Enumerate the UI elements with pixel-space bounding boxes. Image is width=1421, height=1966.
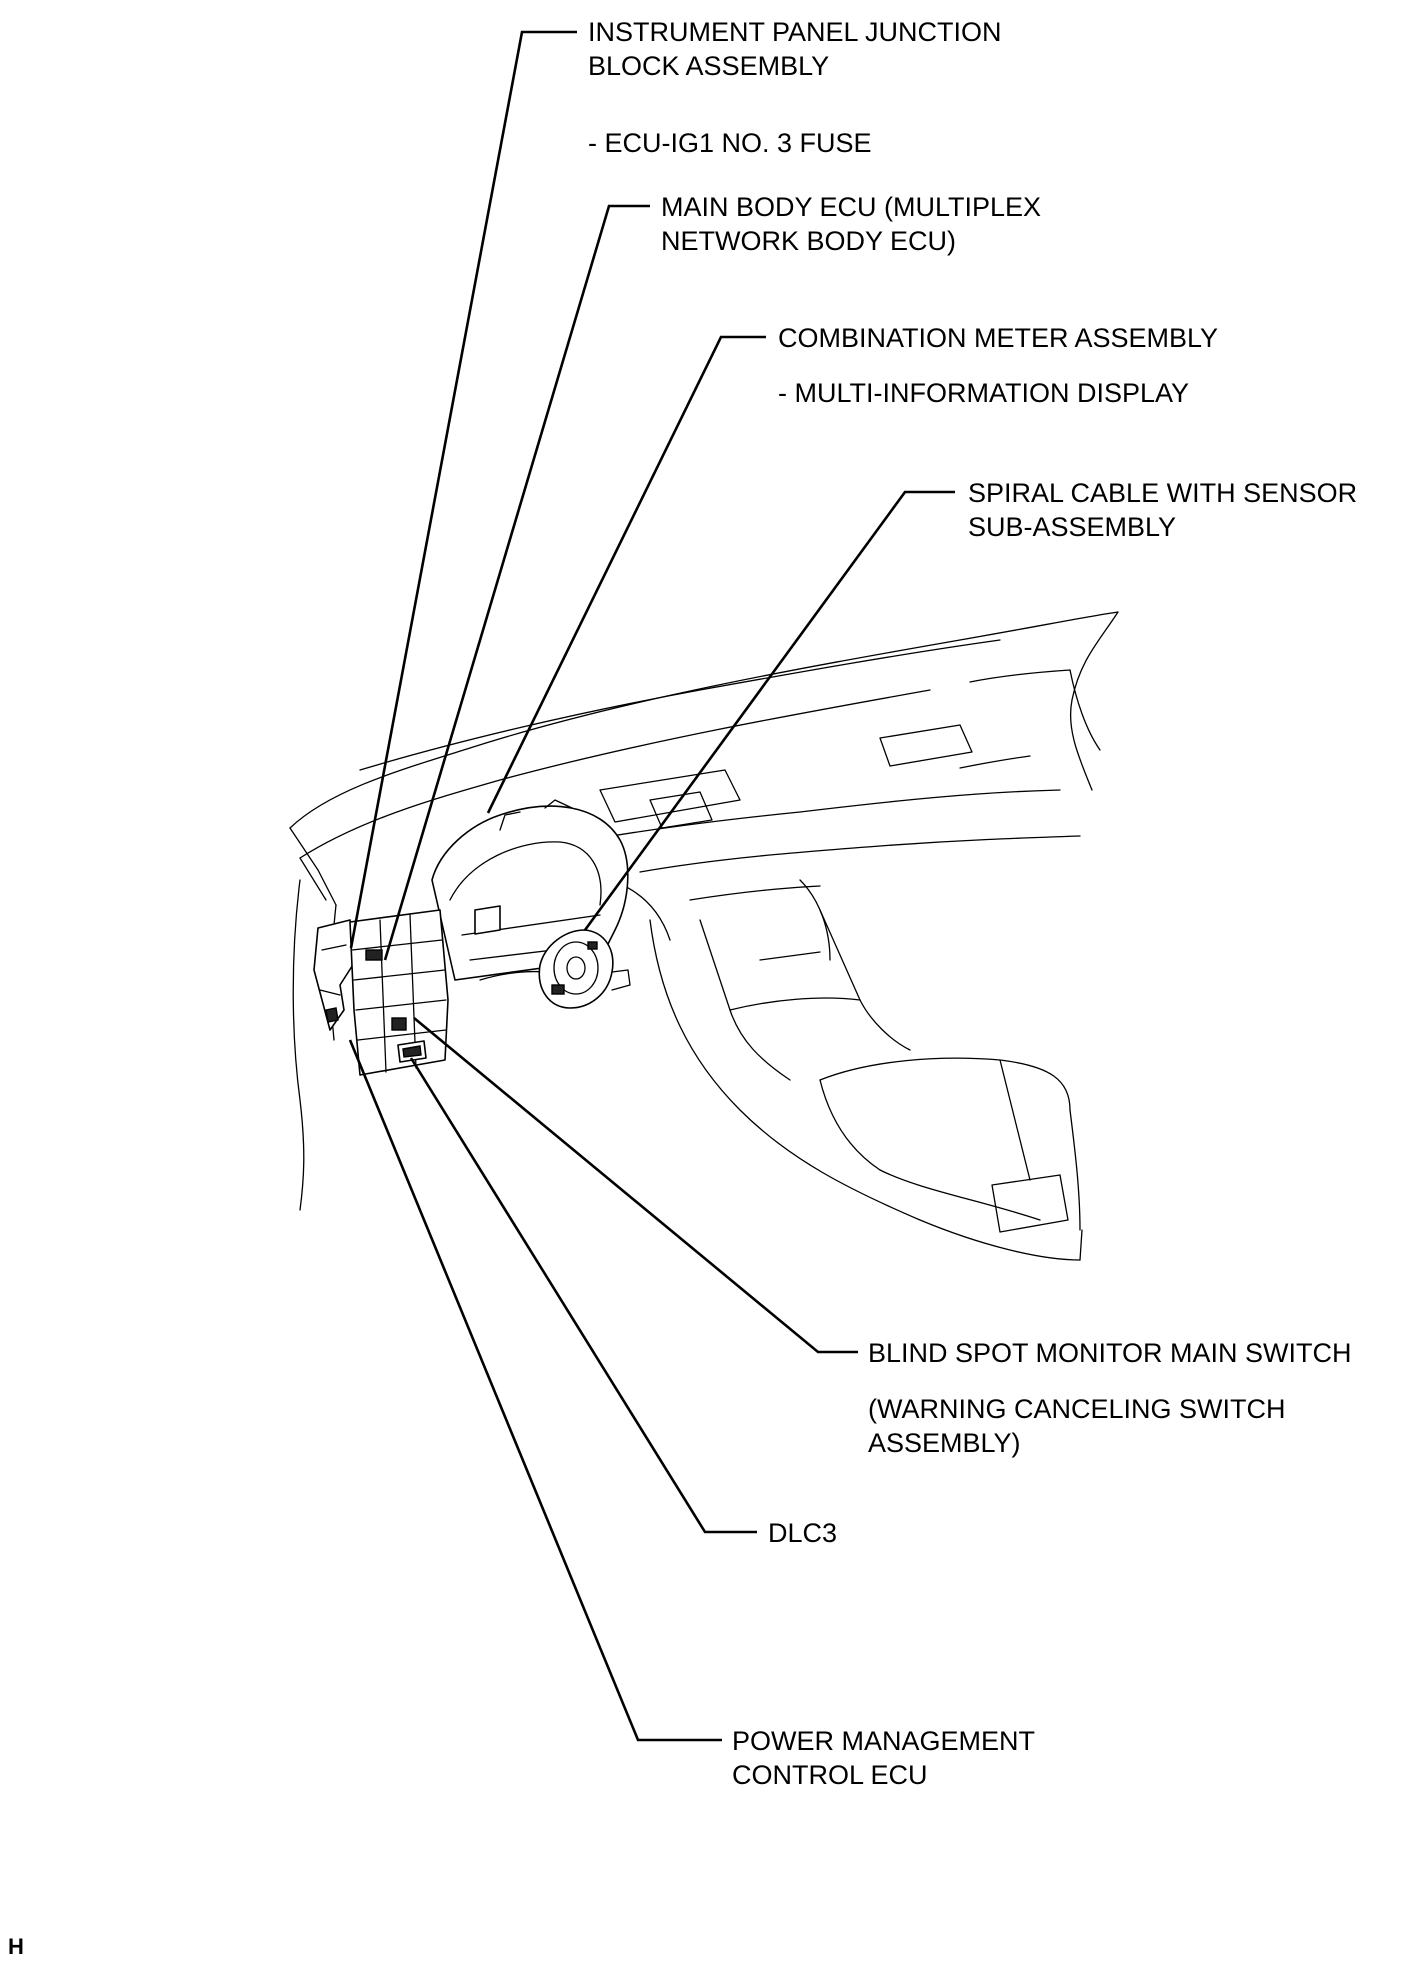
main-body-ecu-label-line-1: MAIN BODY ECU (MULTIPLEX [661,192,1041,222]
label-power-management-ecu: POWER MANAGEMENT CONTROL ECU [732,1726,1035,1790]
label-spiral-cable: SPIRAL CABLE WITH SENSOR SUB-ASSEMBLY [968,478,1357,542]
spiral-cable-label-line-1: SPIRAL CABLE WITH SENSOR [968,478,1357,508]
dashboard-illustration [289,611,1119,1261]
junction-block-label-line-1: INSTRUMENT PANEL JUNCTION [588,17,1002,47]
leader-main-body-ecu [383,204,650,961]
spiral-cable-label-line-2: SUB-ASSEMBLY [968,512,1176,542]
leader-dlc3 [409,1057,757,1534]
leader-spiral-cable [583,490,955,931]
blind-spot-switch-note-line-2: ASSEMBLY) [868,1428,1021,1458]
dlc3-connector-drawing [397,1040,427,1063]
leader-lines [348,30,955,1742]
blind-spot-switch-label: BLIND SPOT MONITOR MAIN SWITCH [868,1338,1352,1368]
power-management-ecu-label-line-2: CONTROL ECU [732,1760,928,1790]
label-combination-meter: COMBINATION METER ASSEMBLY - MULTI-INFOR… [778,323,1218,408]
label-instrument-panel-junction-block: INSTRUMENT PANEL JUNCTION BLOCK ASSEMBLY… [588,17,1002,158]
leader-junction-block [349,30,577,949]
combination-meter-label: COMBINATION METER ASSEMBLY [778,323,1218,353]
blind-spot-switch-note-line-1: (WARNING CANCELING SWITCH [868,1394,1286,1424]
label-blind-spot-monitor-switch: BLIND SPOT MONITOR MAIN SWITCH (WARNING … [868,1338,1352,1458]
main-body-ecu-drawing [349,909,449,1076]
label-main-body-ecu: MAIN BODY ECU (MULTIPLEX NETWORK BODY EC… [661,192,1041,256]
junction-block-fuse-note: - ECU-IG1 NO. 3 FUSE [588,128,872,158]
leader-blind-spot-switch [413,1016,858,1354]
main-body-ecu-label-line-2: NETWORK BODY ECU) [661,226,956,256]
power-management-ecu-label-line-1: POWER MANAGEMENT [732,1726,1035,1756]
leader-combination-meter [486,335,766,814]
junction-block-drawing [313,919,357,1031]
label-dlc3: DLC3 [768,1518,837,1548]
spiral-cable-drawing [538,929,631,1009]
dlc3-label: DLC3 [768,1518,837,1548]
leader-power-management-ecu [348,1039,722,1742]
corner-mark: H [8,1934,24,1959]
combination-meter-display-note: - MULTI-INFORMATION DISPLAY [778,378,1189,408]
junction-block-label-line-2: BLOCK ASSEMBLY [588,51,829,81]
